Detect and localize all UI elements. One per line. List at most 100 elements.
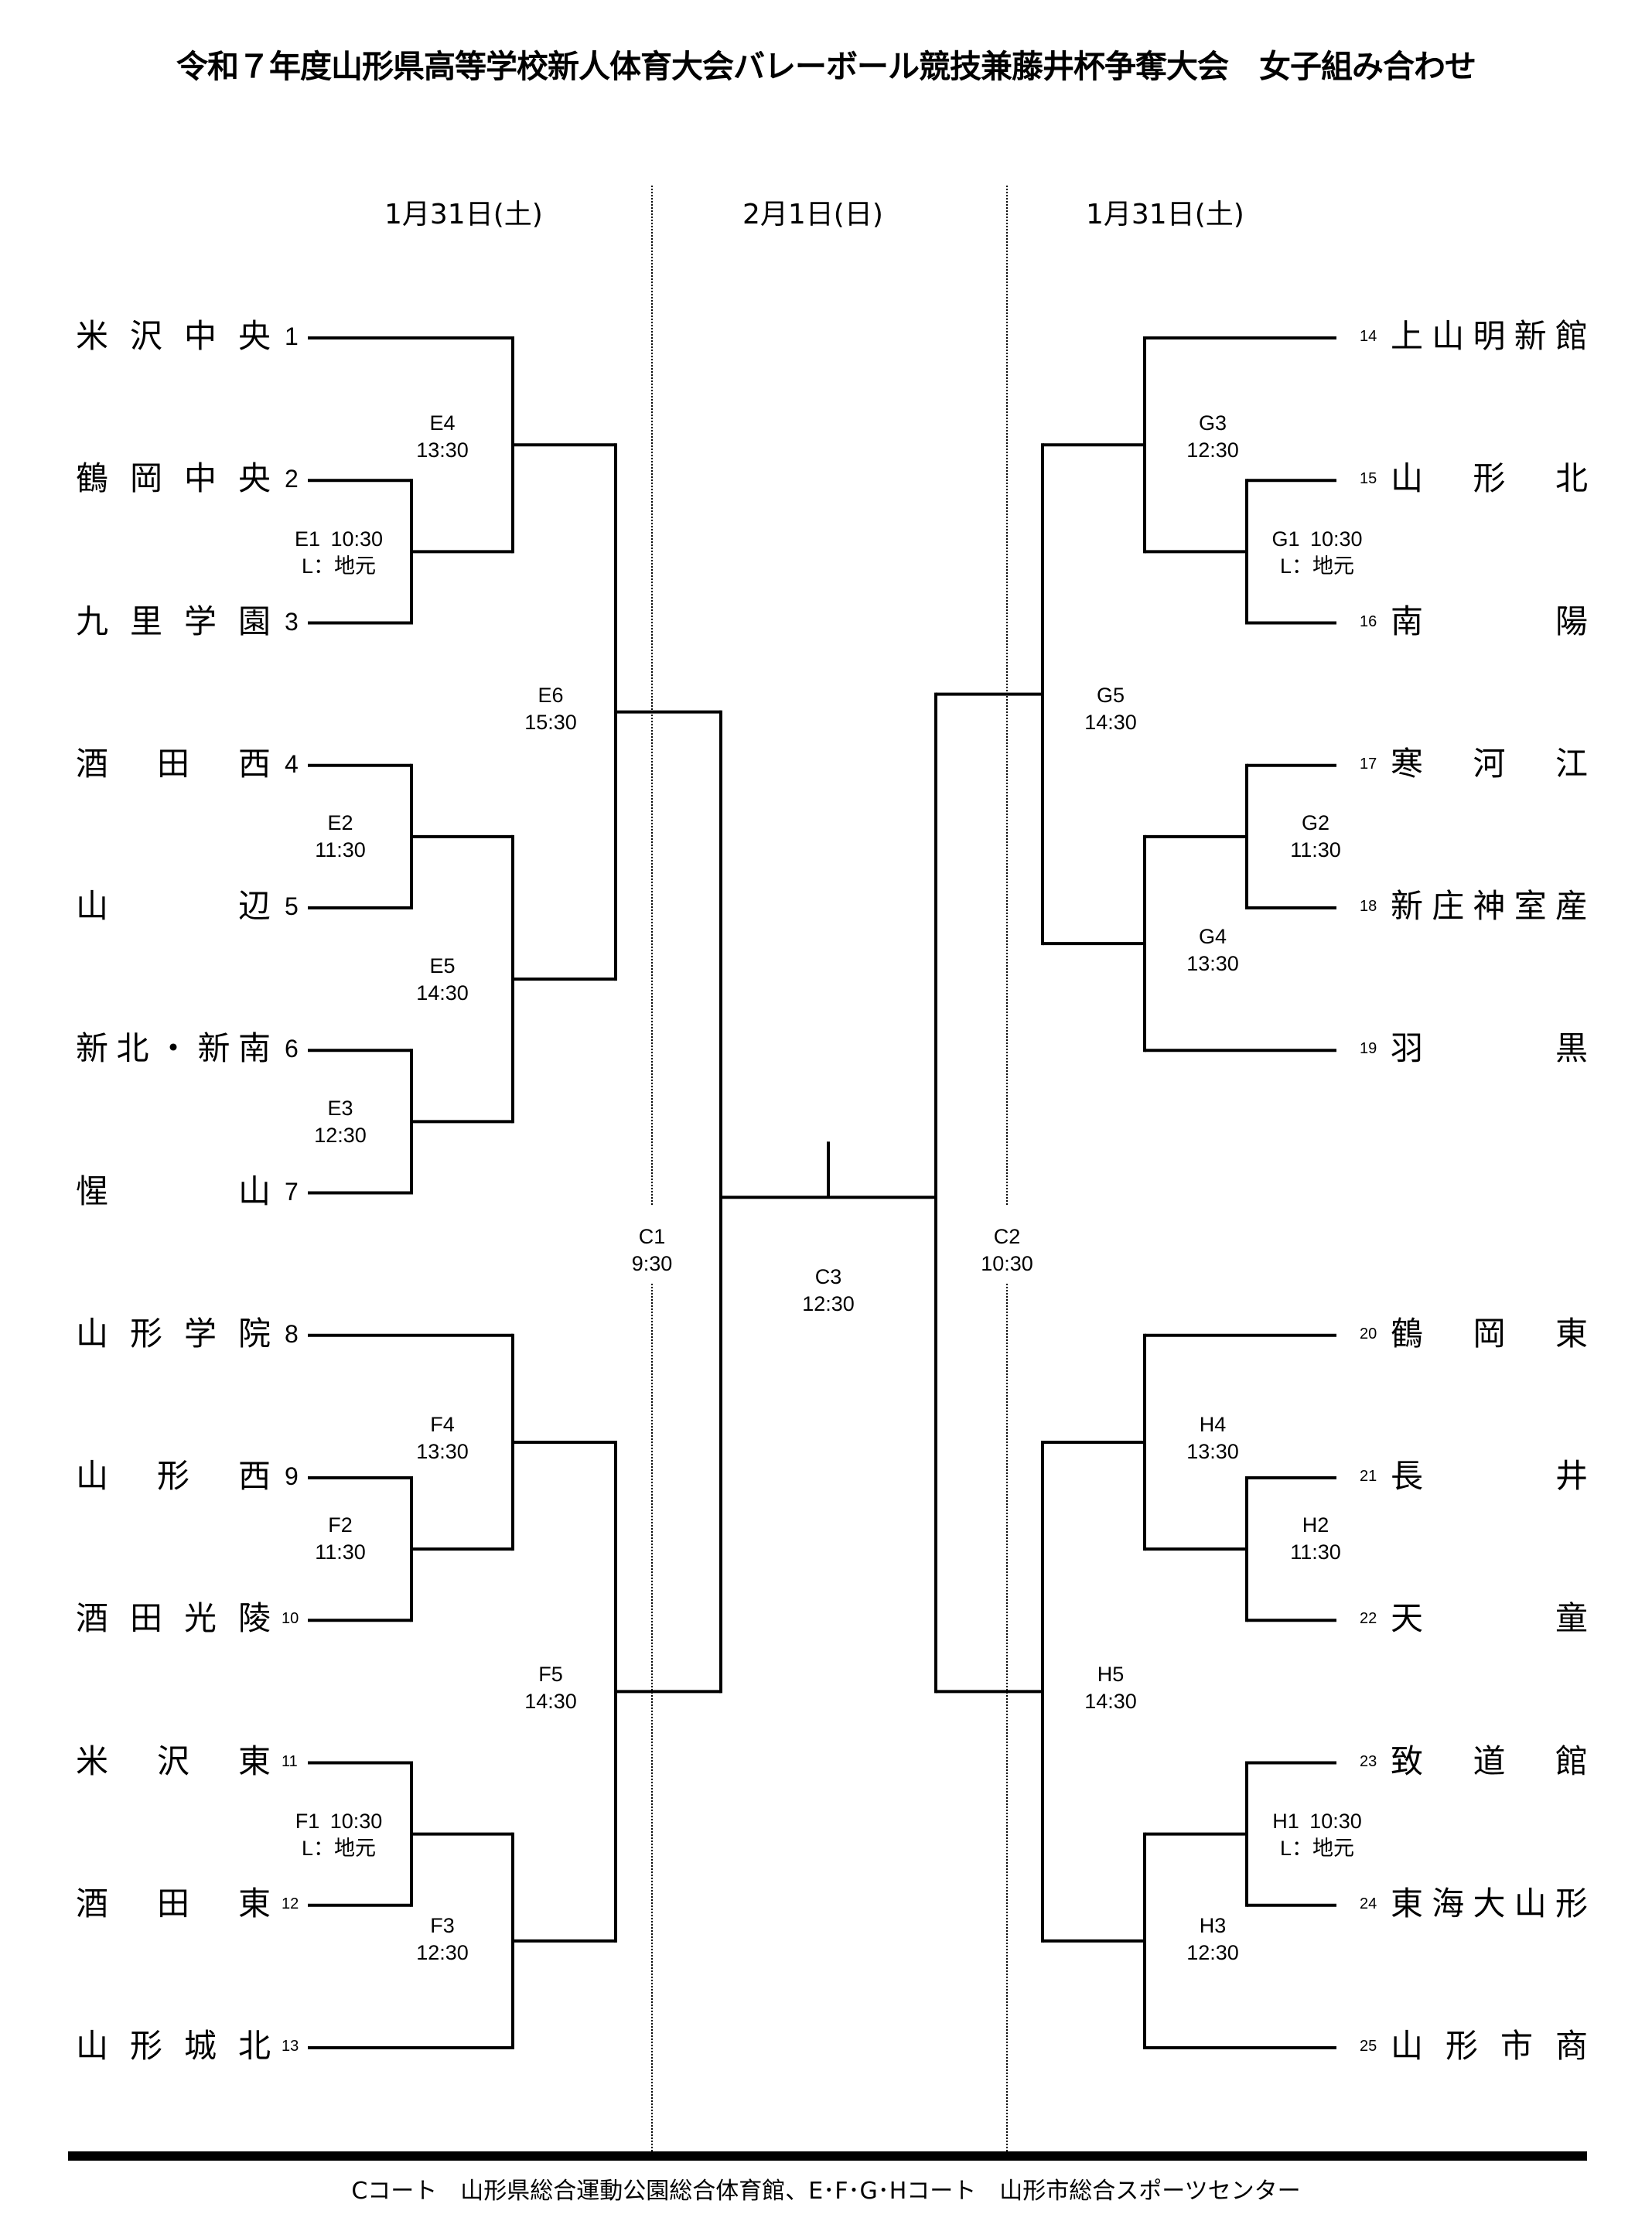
match-code: G2 — [1301, 811, 1330, 834]
team-name-char: 山 — [76, 1457, 109, 1495]
match-time: 12:30 — [802, 1292, 855, 1315]
team-name-char: 西 — [237, 744, 271, 783]
team-name-char: 庄 — [1432, 887, 1465, 925]
match-code: G3 — [1198, 411, 1227, 435]
team-seed: 7 — [285, 1177, 299, 1206]
team-seed: 22 — [1360, 1610, 1377, 1628]
team-seed: 8 — [285, 1319, 299, 1348]
team-name-char: 新 — [76, 1029, 109, 1068]
team-name-char: 新 — [197, 1029, 230, 1068]
team-name-char: 北 — [116, 1029, 149, 1068]
match-code: E5 — [429, 954, 456, 977]
match-time: 15:30 — [524, 711, 577, 734]
team-name-char: 山 — [1514, 1884, 1547, 1922]
team-name-char: 院 — [237, 1314, 271, 1353]
match-code: F4 — [430, 1413, 455, 1436]
team-seed: 21 — [1360, 1468, 1377, 1485]
match-code: G4 — [1198, 925, 1227, 948]
team-name-char: 米 — [76, 317, 109, 355]
team-name: 米沢中央 — [76, 317, 271, 356]
team-name: 鶴岡中央 — [76, 459, 271, 498]
team-name-char: 山 — [76, 1314, 109, 1353]
team-seed: 10 — [282, 1610, 299, 1628]
match-time: 13:30 — [1186, 952, 1239, 975]
match-time: 14:30 — [1084, 1690, 1137, 1713]
team-name-char: 大 — [1473, 1884, 1506, 1922]
team-name: 長井 — [1391, 1457, 1588, 1496]
team-name-char: 田 — [156, 1884, 189, 1922]
team-name-char: 新 — [1514, 317, 1547, 355]
team-name-char: 沢 — [156, 1742, 189, 1780]
match-code: E2 — [327, 811, 353, 834]
team-name: 上山明新館 — [1391, 317, 1588, 356]
team-name-char: 山 — [1432, 317, 1465, 355]
match-time: 14:30 — [1084, 711, 1137, 734]
match-note: L：地元 — [301, 554, 377, 578]
team-name-char: 山 — [237, 1172, 271, 1210]
team-name-char: 館 — [1555, 1742, 1588, 1780]
team-name-char: 酒 — [76, 1884, 109, 1922]
team-name: 新庄神室産 — [1391, 887, 1588, 926]
team-name-char: 田 — [129, 1599, 162, 1638]
team-name-char: 商 — [1555, 2027, 1588, 2065]
match-code: H1 10:30 — [1272, 1808, 1362, 1835]
match-code: H2 — [1302, 1513, 1329, 1537]
date-header-center: 2月1日(日) — [742, 199, 883, 230]
team-name-char: 形 — [1555, 1884, 1588, 1922]
team-name: 山形市商 — [1391, 2027, 1588, 2066]
match-code: H3 — [1199, 1914, 1227, 1937]
match-time: 10:30 — [1309, 1810, 1362, 1833]
match-time: 12:30 — [416, 1941, 469, 1964]
date-header-left: 1月31日(土) — [384, 199, 543, 230]
team-name-char: 長 — [1391, 1457, 1424, 1495]
match-note: L：地元 — [1279, 1837, 1355, 1860]
team-name-char: 形 — [129, 1314, 162, 1353]
team-seed: 15 — [1360, 470, 1377, 488]
team-name-char: 市 — [1500, 2027, 1533, 2065]
team-name: 惺山 — [76, 1172, 271, 1211]
match-label-F4: F4 13:30 — [416, 1411, 469, 1465]
match-time: 10:30 — [329, 1810, 383, 1833]
team-name: 致道館 — [1391, 1742, 1588, 1781]
team-seed: 20 — [1360, 1325, 1377, 1342]
team-name-char: 山 — [76, 2027, 109, 2065]
match-code: E1 10:30 — [295, 526, 383, 553]
team-name-char: 光 — [183, 1599, 217, 1638]
team-name-char: 東 — [237, 1742, 271, 1780]
match-time: 13:30 — [416, 1440, 469, 1463]
match-label-E6: E6 15:30 — [524, 682, 577, 736]
team-name-char: 形 — [1445, 2027, 1478, 2065]
team-name: 新北・新南 — [76, 1029, 271, 1068]
team-name-char: 酒 — [76, 1599, 109, 1638]
team-name-char: 米 — [76, 1742, 109, 1780]
team-name-char: 寒 — [1391, 744, 1424, 783]
venue-footer: Cコート 山形県総合運動公園総合体育館、E･F･G･Hコート 山形市総合スポーツ… — [351, 2178, 1301, 2205]
match-code: G5 — [1096, 684, 1125, 707]
team-name-char: 明 — [1473, 317, 1506, 355]
team-seed: 11 — [282, 1752, 298, 1770]
team-name-char: 央 — [237, 317, 271, 355]
team-name: 米沢東 — [76, 1742, 271, 1781]
team-name: 山形北 — [1391, 459, 1588, 498]
match-time: 12:30 — [1186, 1941, 1239, 1964]
match-time: 10:30 — [330, 527, 384, 551]
team-name-char: 岡 — [1473, 1314, 1506, 1353]
team-name-char: 東 — [1555, 1314, 1588, 1353]
match-time: 10:30 — [1309, 527, 1363, 551]
match-code: E6 — [538, 684, 564, 707]
team-name: 九里学園 — [76, 602, 271, 641]
team-seed: 14 — [1360, 328, 1377, 345]
team-name-char: 中 — [183, 317, 217, 355]
team-seed: 5 — [285, 892, 299, 920]
team-name-char: 九 — [76, 602, 109, 640]
